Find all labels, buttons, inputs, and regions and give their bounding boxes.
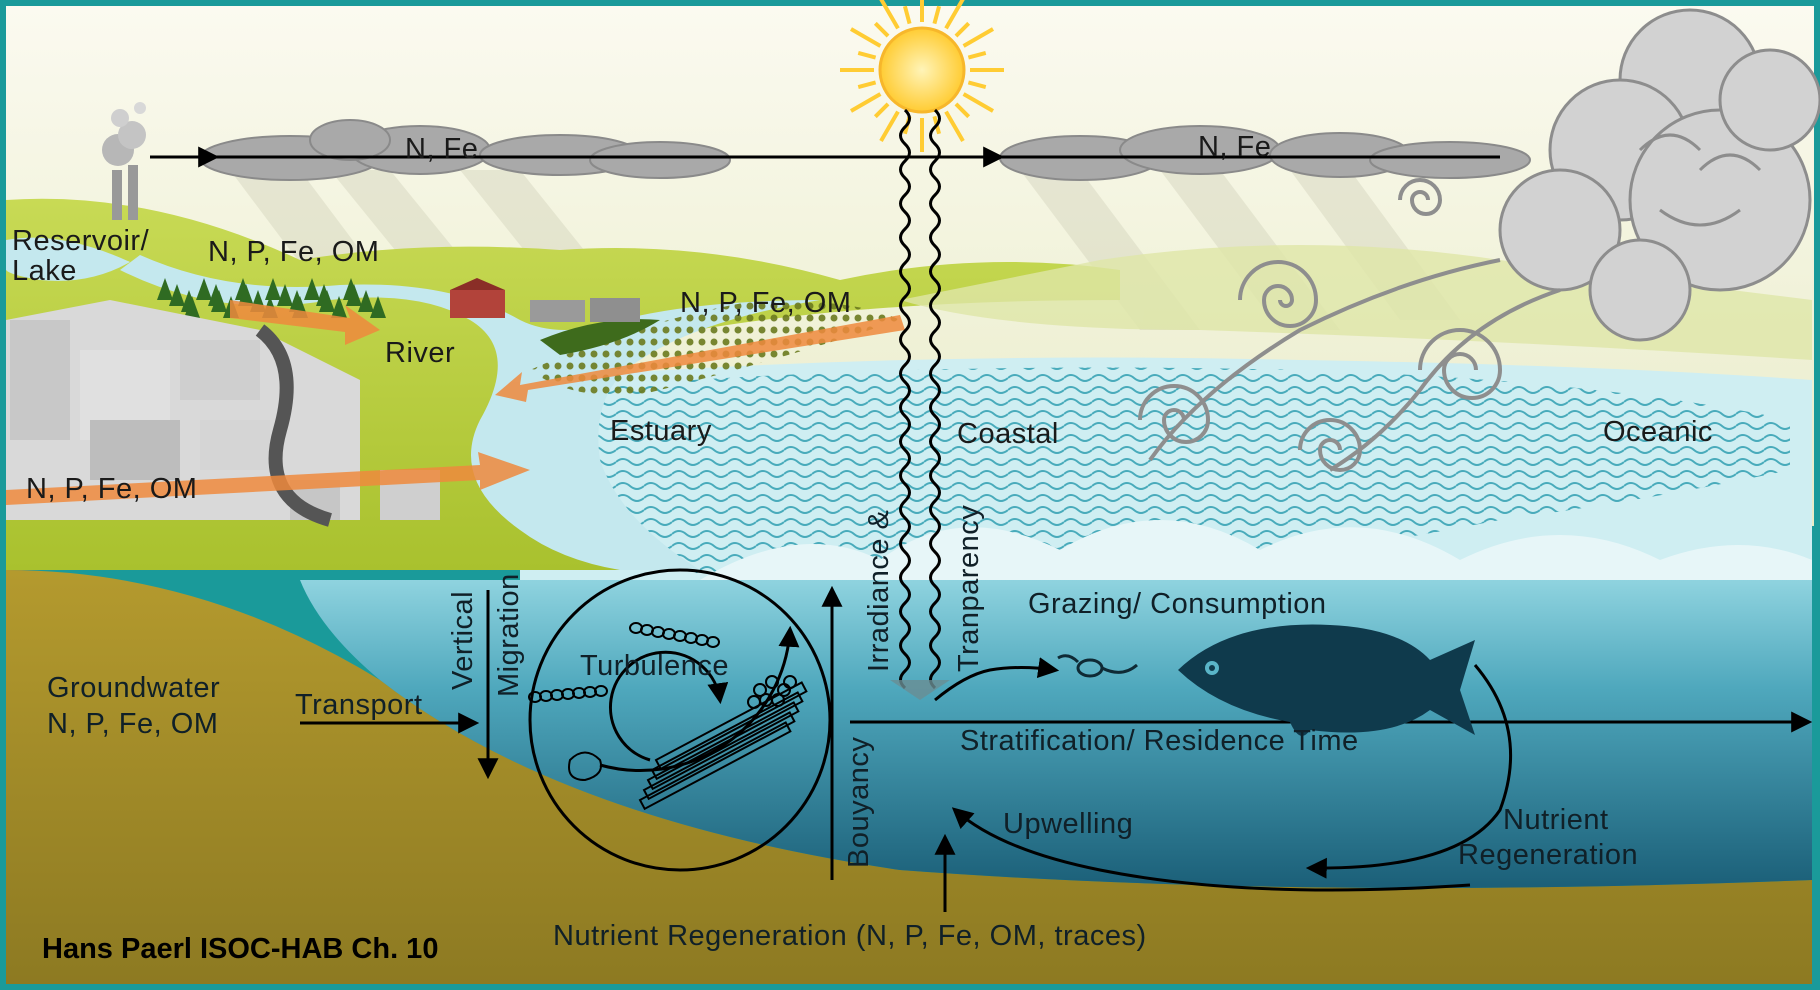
sun-ray [849, 27, 882, 48]
sun-ray [849, 92, 882, 113]
grazing-label: Grazing/ Consumption [1028, 588, 1327, 620]
sun-ray [954, 21, 971, 38]
filament [642, 711, 796, 801]
turbulence-circle-arrow [599, 625, 800, 773]
filament [650, 691, 804, 781]
tree [265, 278, 281, 300]
sun-ray [902, 5, 912, 25]
sun-ray [857, 80, 877, 90]
cell [594, 685, 608, 697]
vertical-label: Vertical [447, 591, 479, 690]
sun-ray [967, 80, 987, 90]
reservoir-label: Reservoir/ [12, 225, 150, 257]
regeneration-label: Regeneration [1458, 839, 1638, 871]
sun-ray [932, 5, 942, 25]
oceanic-label: Oceanic [1603, 416, 1713, 448]
lake-label: Lake [12, 255, 77, 287]
storm-cloud [1498, 8, 1820, 342]
farm-buildings [450, 278, 640, 322]
sun [840, 0, 1004, 152]
cell [706, 636, 720, 648]
tree [358, 290, 374, 312]
light-attenuation-arrow [890, 680, 950, 700]
river-label: River [385, 337, 455, 369]
atmos-deposition-right-label: N, Fe [1198, 131, 1271, 163]
turbulence-inner-arrow [609, 650, 729, 762]
farm-field-dark [540, 319, 660, 355]
grazing-arrow [934, 657, 1060, 702]
sun-ray [967, 50, 987, 60]
turbulence-label: Turbulence [580, 650, 729, 682]
upwelling-curve [951, 807, 1471, 892]
bottom-regeneration-label: Nutrient Regeneration (N, P, Fe, OM, tra… [553, 920, 1147, 952]
forest-runoff-arrow [230, 300, 380, 345]
irradiance-label: Irradiance & [863, 510, 895, 672]
tree [211, 290, 227, 312]
phytoplankton [528, 622, 808, 811]
water-column [300, 580, 1812, 888]
atmos-deposition-left-label: N, Fe [405, 133, 478, 165]
tree [319, 290, 335, 312]
ocean-waves [560, 367, 1790, 575]
reservoir [6, 237, 130, 281]
fish [1178, 624, 1475, 736]
stratification-label: Stratification/ Residence Time [960, 725, 1359, 757]
wind-spirals [1138, 178, 1561, 472]
tree [238, 284, 254, 306]
sun-ray [873, 102, 890, 119]
smokestacks [102, 102, 146, 220]
sun-ray [944, 0, 965, 30]
sun-ray [954, 102, 971, 119]
transparency-label: Tranparency [953, 505, 985, 672]
cell [765, 675, 779, 689]
tree [370, 296, 386, 318]
upwelling-label: Upwelling [1003, 808, 1133, 840]
forest-inputs-label: N, P, Fe, OM [208, 236, 379, 268]
sun-ray [962, 27, 995, 48]
tree [304, 278, 320, 300]
urban-runoff-arrow [6, 452, 530, 505]
irradiance-beam-left [899, 108, 911, 690]
tree [196, 278, 212, 300]
tree [277, 284, 293, 306]
turbulence-cell [528, 568, 832, 872]
zooplankton [1057, 654, 1138, 678]
cell [753, 683, 767, 697]
sediment [6, 570, 1812, 984]
sun-ray [873, 21, 890, 38]
urban-inputs-label: N, P, Fe, OM [26, 473, 197, 505]
bouyancy-label: Bouyancy [843, 737, 875, 868]
wave-crests [700, 520, 1812, 590]
filament [638, 721, 792, 811]
filament [646, 701, 800, 791]
sun-ray [857, 50, 877, 60]
sun-ray [879, 110, 900, 143]
nutrient-regeneration-loop [1305, 664, 1513, 879]
farm-runoff-arrow [495, 315, 905, 402]
filament [654, 681, 808, 771]
transport-label: Transport [295, 689, 423, 721]
sun-ray [944, 110, 965, 143]
tree [169, 284, 185, 306]
sun-ray [879, 0, 900, 30]
coastal-label: Coastal [957, 418, 1059, 450]
credit-label: Hans Paerl ISOC-HAB Ch. 10 [42, 933, 438, 965]
groundwater-inputs-label: N, P, Fe, OM [47, 708, 218, 740]
migration-label: Migration [493, 573, 525, 697]
farm-inputs-label: N, P, Fe, OM [680, 287, 851, 319]
tree [331, 296, 347, 318]
nutrient-label: Nutrient [1503, 804, 1609, 836]
groundwater-label: Groundwater [47, 672, 220, 704]
estuary-label: Estuary [610, 415, 712, 447]
sun-ray [962, 92, 995, 113]
tree [157, 278, 173, 300]
tree [184, 296, 200, 318]
runoff-arrows [6, 300, 905, 505]
tree [346, 284, 362, 306]
irradiance-beam-right [929, 108, 941, 690]
